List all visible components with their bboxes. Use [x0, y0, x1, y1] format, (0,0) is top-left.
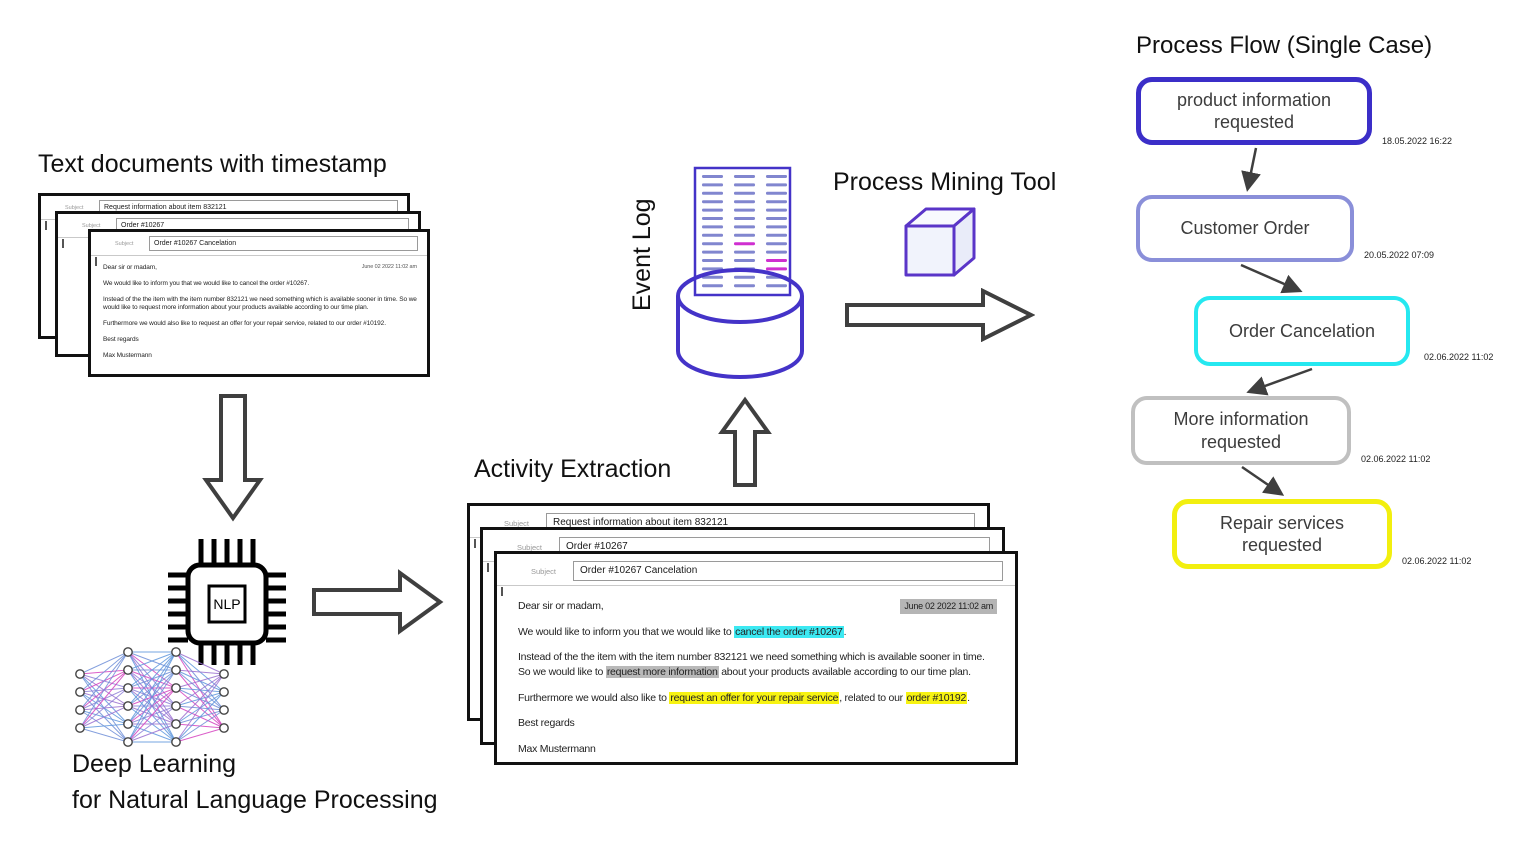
subject-label: Subject — [531, 566, 557, 576]
email-greeting: Dear sir or madam, — [103, 264, 157, 271]
flow-timestamp: 02.06.2022 11:02 — [1402, 556, 1472, 566]
email-paragraph: Furthermore we would also like to reques… — [518, 691, 970, 704]
flow-node-label: product information requested — [1176, 89, 1332, 133]
flow-node-repair-services-requested: Repair services requested — [1172, 499, 1392, 569]
cursor-tick — [45, 221, 47, 230]
flow-timestamp: 02.06.2022 11:02 — [1424, 352, 1494, 362]
flow-node-label: Order Cancelation — [1228, 320, 1376, 341]
flow-timestamp: 20.05.2022 07:09 — [1364, 250, 1435, 260]
email-paragraph: Instead of the the item with the item nu… — [103, 295, 417, 312]
activity-extraction-title: Activity Extraction — [474, 455, 672, 483]
cursor-tick — [95, 257, 97, 266]
process-flow-title: Process Flow (Single Case) — [1136, 32, 1433, 59]
highlight-order-10192: order #10192 — [905, 691, 968, 704]
email-signature: Max Mustermann — [518, 743, 596, 756]
cursor-tick — [474, 539, 476, 548]
flow-node-customer-order: Customer Order — [1136, 195, 1354, 262]
subject-label: Subject — [115, 240, 134, 247]
log-rows — [702, 175, 787, 288]
email-closing: Best regards — [103, 335, 139, 343]
email-paragraph: Instead of the the item with the item nu… — [518, 651, 985, 679]
subject-label: Subject — [82, 222, 101, 229]
email-date: June 02 2022 11:02 am — [361, 264, 417, 270]
cursor-tick — [62, 239, 64, 248]
subject-field: Order #10267 Cancelation — [573, 561, 1003, 581]
highlight-cancel-order: cancel the order #10267 — [734, 625, 844, 638]
event-log-icon — [676, 166, 804, 379]
email-greeting: Dear sir or madam, — [518, 600, 604, 612]
subject-label: Subject — [504, 518, 530, 528]
email-closing: Best regards — [518, 717, 575, 730]
email-date-highlight: June 02 2022 11:02 am — [900, 599, 997, 614]
email-body-annotated: Dear sir or madam, June 02 2022 11:02 am… — [497, 599, 1015, 757]
cursor-tick — [501, 587, 503, 596]
arrow-right-icon — [312, 569, 444, 635]
arrow-down-icon — [202, 394, 264, 522]
database-cylinder — [676, 296, 804, 379]
email-signature: Max Mustermann — [103, 351, 152, 359]
email-paragraph: We would like to inform you that we woul… — [518, 625, 847, 638]
nlp-chip-icon: NLP — [168, 539, 286, 665]
arrow-up-icon — [718, 396, 772, 487]
flow-connector-arrows — [1240, 147, 1313, 496]
flow-node-label: Customer Order — [1180, 218, 1310, 239]
deep-learning-caption-line2: for Natural Language Processing — [72, 786, 438, 814]
flow-node-order-cancelation: Order Cancelation — [1194, 296, 1410, 366]
email-paragraph: Furthermore we would also like to reques… — [103, 320, 386, 328]
highlight-repair-offer: request an offer for your repair service — [669, 691, 840, 704]
flow-timestamp: 18.05.2022 16:22 — [1382, 136, 1453, 146]
flow-node-more-information-requested: More information requested — [1131, 396, 1351, 465]
process-mining-title: Process Mining Tool — [833, 168, 1057, 196]
email-paragraph: We would like to inform you that we woul… — [103, 279, 310, 287]
flow-node-product-information-requested: product information requested — [1136, 77, 1372, 145]
subject-label: Subject — [517, 542, 543, 552]
divider — [497, 585, 1015, 586]
flow-node-label: Repair services requested — [1219, 512, 1345, 556]
neural-network-icon — [75, 647, 229, 747]
subject-label: Subject — [65, 204, 84, 211]
subject-row: Subject Order #10267 Cancelation — [497, 554, 1015, 581]
deep-learning-caption-line1: Deep Learning — [72, 750, 237, 778]
nlp-chip-label: NLP — [213, 596, 240, 612]
cube-icon — [904, 207, 976, 277]
email-body: Dear sir or madam, June 02 2022 11:02 am… — [91, 264, 427, 360]
cylinder-rim — [676, 268, 804, 324]
left-section-title: Text documents with timestamp — [38, 150, 387, 178]
arrow-right-big-icon — [845, 288, 1035, 342]
event-log-label: Event Log — [628, 198, 656, 312]
subject-field: Order #10267 Cancelation — [149, 236, 418, 251]
document-card-front: Subject Order #10267 Cancelation Dear si… — [494, 551, 1018, 765]
subject-row: Subject Order #10267 Cancelation — [91, 232, 427, 251]
flow-node-label: More information requested — [1173, 409, 1309, 452]
cursor-tick — [487, 563, 489, 572]
flow-timestamp: 02.06.2022 11:02 — [1361, 454, 1431, 464]
document-card-front: Subject Order #10267 Cancelation Dear si… — [88, 229, 430, 377]
highlight-request-more-information: request more information — [605, 666, 719, 679]
divider — [91, 255, 427, 256]
